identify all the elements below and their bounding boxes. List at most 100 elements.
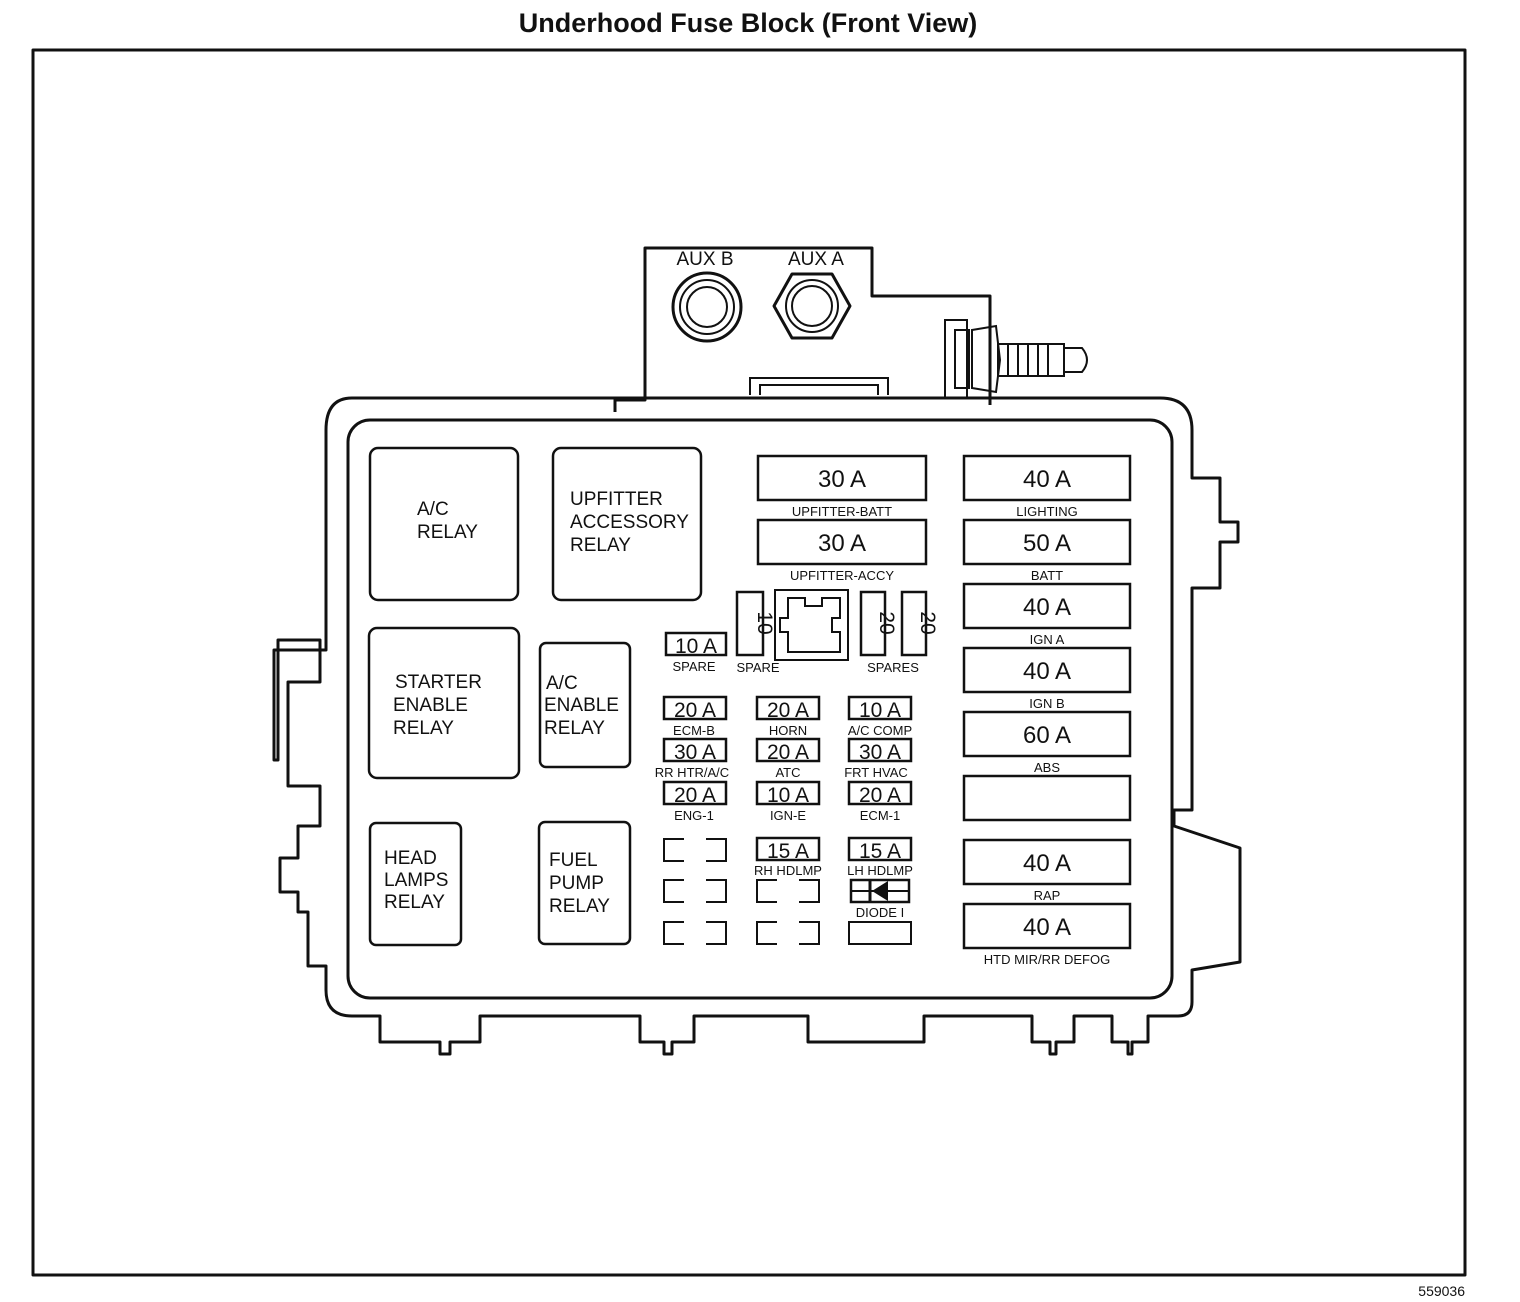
fuse-rating: 10 A [859, 699, 901, 722]
starter-relay-line1: STARTER [395, 672, 482, 693]
fuse-rating: 30 A [674, 741, 716, 764]
fuel-pump-line2: PUMP [549, 873, 604, 894]
housing-inner [346, 418, 1174, 1000]
fuse-rating: 40 A [1023, 914, 1071, 941]
maxi-fuse-lighting: 40 A LIGHTING [962, 454, 1132, 519]
fuse-body [962, 902, 1132, 950]
maxi-fuse-upfitter-accy: 30 A [756, 518, 928, 566]
fuse-label: ABS [1034, 760, 1060, 775]
empty-fuse-slots [663, 838, 912, 945]
fuse-label: HTD MIR/RR DEFOG [984, 952, 1110, 967]
fuel-pump-line1: FUEL [549, 850, 598, 871]
ac-enable-line3: RELAY [544, 718, 605, 739]
spare-label-2: SPARE [736, 660, 779, 675]
fuse-label-upfitter-batt: UPFITTER-BATT [792, 504, 892, 519]
fuse-body [962, 710, 1132, 758]
maxi-fuse-ign-a: 40 A IGN A [962, 582, 1132, 647]
fuse-rating: 40 A [1023, 658, 1071, 685]
fuse-body [962, 518, 1132, 566]
diagram-title: Underhood Fuse Block (Front View) [519, 8, 978, 38]
ac-relay: A/C RELAY [368, 446, 520, 602]
fuse-body [962, 454, 1132, 502]
fuse-rating: 40 A [1023, 850, 1071, 877]
fuse-rating: 20 A [767, 741, 809, 764]
fuse-label-rr-htr-ac: RR HTR/A/C [655, 765, 729, 780]
headlamps-line3: RELAY [384, 892, 445, 913]
ac-enable-line1: A/C [546, 673, 578, 694]
spare-vertical-fuse-2: 20 [859, 590, 898, 657]
fuse-rating: 20 [916, 611, 939, 634]
mini-fuse-eng-1: 20 A [662, 780, 728, 807]
fuel-pump-line3: RELAY [549, 896, 610, 917]
maxi-fuse-upfitter-batt: 30 A [756, 454, 928, 502]
mini-fuse-ign-e: 10 A [755, 780, 821, 807]
mini-fuse-rr-htr-ac: 30 A [662, 737, 728, 764]
aux-a-terminal [772, 272, 852, 340]
mini-fuse-ac-comp: 10 A [847, 695, 913, 722]
fuse-body [962, 582, 1132, 630]
fuse-label-rh-hdlmp: RH HDLMP [754, 863, 822, 878]
fuse-rating: 40 A [1023, 594, 1071, 621]
maxi-fuse-rap: 40 A RAP [962, 838, 1132, 903]
fuse-rating: 30 A [818, 466, 866, 493]
fuse-label: LIGHTING [1016, 504, 1077, 519]
spare-mini-fuse: 10 A [664, 631, 728, 658]
connector-outline [774, 589, 849, 661]
fuse-label-eng-1: ENG-1 [674, 808, 714, 823]
fuse-label: BATT [1031, 568, 1063, 583]
headlamps-line1: HEAD [384, 848, 437, 869]
side-bolt [944, 319, 1088, 399]
fuse-rating: 20 A [859, 784, 901, 807]
figure-code: 559036 [1418, 1283, 1465, 1299]
top-bracket [613, 246, 992, 412]
fuse-body [962, 774, 1132, 822]
maxi-fuse-batt: 50 A BATT [962, 518, 1132, 583]
fuse-rating: 20 A [767, 699, 809, 722]
fuel-pump-relay: FUEL PUMP RELAY [537, 820, 632, 946]
ac-relay-line1: A/C [417, 499, 449, 520]
fuse-label-upfitter-accy: UPFITTER-ACCY [790, 568, 894, 583]
fuse-rating: 40 A [1023, 466, 1071, 493]
fuse-rating: 10 [753, 611, 776, 634]
diode [849, 878, 911, 904]
fuse-rating: 50 A [1023, 530, 1071, 557]
mini-fuse-ecm-b: 20 A [662, 695, 728, 722]
fuse-label-ign-e: IGN-E [770, 808, 806, 823]
aux-a-label: AUX A [788, 249, 844, 270]
fuse-rating: 20 [875, 611, 898, 634]
mini-fuse-rh-hdlmp: 15 A [755, 836, 821, 863]
fuse-rating: 20 A [674, 784, 716, 807]
outer-frame [31, 48, 1467, 1277]
housing-outer [272, 396, 1242, 1056]
maxi-fuse-empty [962, 774, 1132, 822]
fuse-label-frt-hvac: FRT HVAC [844, 765, 908, 780]
mini-fuse-frt-hvac: 30 A [847, 737, 913, 764]
upfitter-relay-line1: UPFITTER [570, 489, 663, 510]
mini-fuse-ecm-1: 20 A [847, 780, 913, 807]
fuse-label-ac-comp: A/C COMP [848, 723, 912, 738]
spare-vertical-fuse-3: 20 [900, 590, 939, 657]
fuse-rating: 15 A [767, 840, 809, 863]
fuse-body [962, 838, 1132, 886]
fuse-label-ecm-1: ECM-1 [860, 808, 900, 823]
maxi-fuse-htd-mir-rr-defog: 40 A HTD MIR/RR DEFOG [962, 902, 1132, 967]
mini-fuse-atc: 20 A [755, 737, 821, 764]
mini-fuse-horn: 20 A [755, 695, 821, 722]
mini-fuse-lh-hdlmp: 15 A [847, 836, 913, 863]
starter-relay-line3: RELAY [393, 718, 454, 739]
upfitter-relay-line3: RELAY [570, 535, 631, 556]
ac-relay-line2: RELAY [417, 522, 478, 543]
fuse-label: IGN A [1030, 632, 1065, 647]
fuse-rating: 10 A [675, 635, 717, 658]
fuse-body [962, 646, 1132, 694]
fuse-rating: 30 A [859, 741, 901, 764]
ac-enable-relay: A/C ENABLE RELAY [538, 641, 632, 769]
fuse-label: RAP [1034, 888, 1061, 903]
ac-enable-line2: ENABLE [544, 695, 619, 716]
headlamps-line2: LAMPS [384, 870, 448, 891]
fuse-label-lh-hdlmp: LH HDLMP [847, 863, 913, 878]
